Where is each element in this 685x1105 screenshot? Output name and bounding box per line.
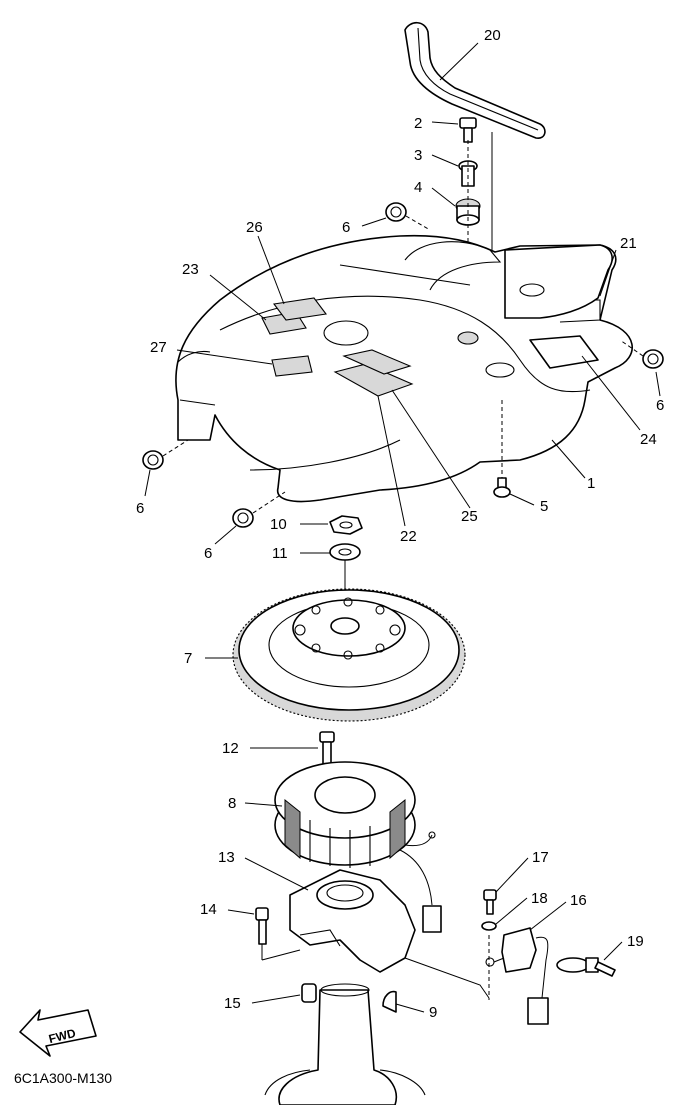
callout-5: 5 xyxy=(540,498,548,515)
part-8-stator xyxy=(274,761,442,933)
callout-13: 13 xyxy=(218,849,235,866)
callout-14: 14 xyxy=(200,901,217,918)
callout-2: 2 xyxy=(414,115,422,132)
callout-6-top: 6 xyxy=(342,219,350,236)
callout-4: 4 xyxy=(414,179,422,196)
part-18-washer xyxy=(481,921,497,931)
callout-10: 10 xyxy=(270,516,287,533)
callout-3: 3 xyxy=(414,147,422,164)
callout-7: 7 xyxy=(184,650,192,667)
callout-6-bottom: 6 xyxy=(204,545,212,562)
part-13-base xyxy=(289,869,416,973)
label-25 xyxy=(342,349,412,375)
callout-27: 27 xyxy=(150,339,167,356)
callout-22: 22 xyxy=(400,528,417,545)
part-10-nut xyxy=(329,515,363,535)
part-17-screw xyxy=(483,889,497,915)
part-2-bolt xyxy=(459,117,477,143)
callout-20: 20 xyxy=(484,27,501,44)
callout-labels: 20 2 3 4 6 21 26 23 27 6 24 1 5 25 22 6 … xyxy=(136,27,664,1021)
part-6-grommet-right xyxy=(642,349,664,369)
callout-12: 12 xyxy=(222,740,239,757)
fwd-arrow-icon: FWD xyxy=(19,1009,97,1057)
callout-6-right: 6 xyxy=(656,397,664,414)
callout-18: 18 xyxy=(531,890,548,907)
label-22 xyxy=(333,363,414,397)
part-11-washer xyxy=(329,543,361,561)
callout-16: 16 xyxy=(570,892,587,909)
callout-24: 24 xyxy=(640,431,657,448)
part-9-key xyxy=(382,990,397,1013)
part-12-bolt xyxy=(319,731,335,771)
part-15-dowel xyxy=(301,983,317,1003)
part-6-grommet-left xyxy=(142,450,164,470)
label-plates xyxy=(261,297,414,397)
part-24-plate xyxy=(529,335,599,369)
part-14-bolt xyxy=(255,907,269,945)
callout-6-left: 6 xyxy=(136,500,144,517)
label-26 xyxy=(273,297,327,321)
label-27 xyxy=(271,355,313,377)
part-6-grommet-bottom xyxy=(232,508,254,528)
callout-11: 11 xyxy=(272,545,288,562)
callout-8: 8 xyxy=(228,795,236,812)
part-21-cover-lid xyxy=(504,244,613,319)
part-4-grommet xyxy=(455,198,481,226)
callout-1: 1 xyxy=(587,475,595,492)
fwd-label: FWD xyxy=(47,1026,77,1046)
part-5-screw xyxy=(493,477,511,498)
crankshaft-housing xyxy=(264,983,426,1105)
callout-15: 15 xyxy=(224,995,241,1012)
callout-19: 19 xyxy=(627,933,644,950)
drawing-code: 6C1A300-M130 xyxy=(14,1070,112,1086)
callout-17: 17 xyxy=(532,849,549,866)
part-16-sensor xyxy=(485,927,549,1025)
part-7-flywheel xyxy=(232,588,466,722)
part-19-cable-tie xyxy=(556,957,616,977)
callout-25: 25 xyxy=(461,508,478,525)
callout-23: 23 xyxy=(182,261,199,278)
part-6-grommet-top xyxy=(385,202,407,222)
callout-21: 21 xyxy=(620,235,637,252)
callout-9: 9 xyxy=(429,1004,437,1021)
part-20-hose xyxy=(404,21,546,139)
leader-lines xyxy=(144,42,661,1013)
callout-26: 26 xyxy=(246,219,263,236)
